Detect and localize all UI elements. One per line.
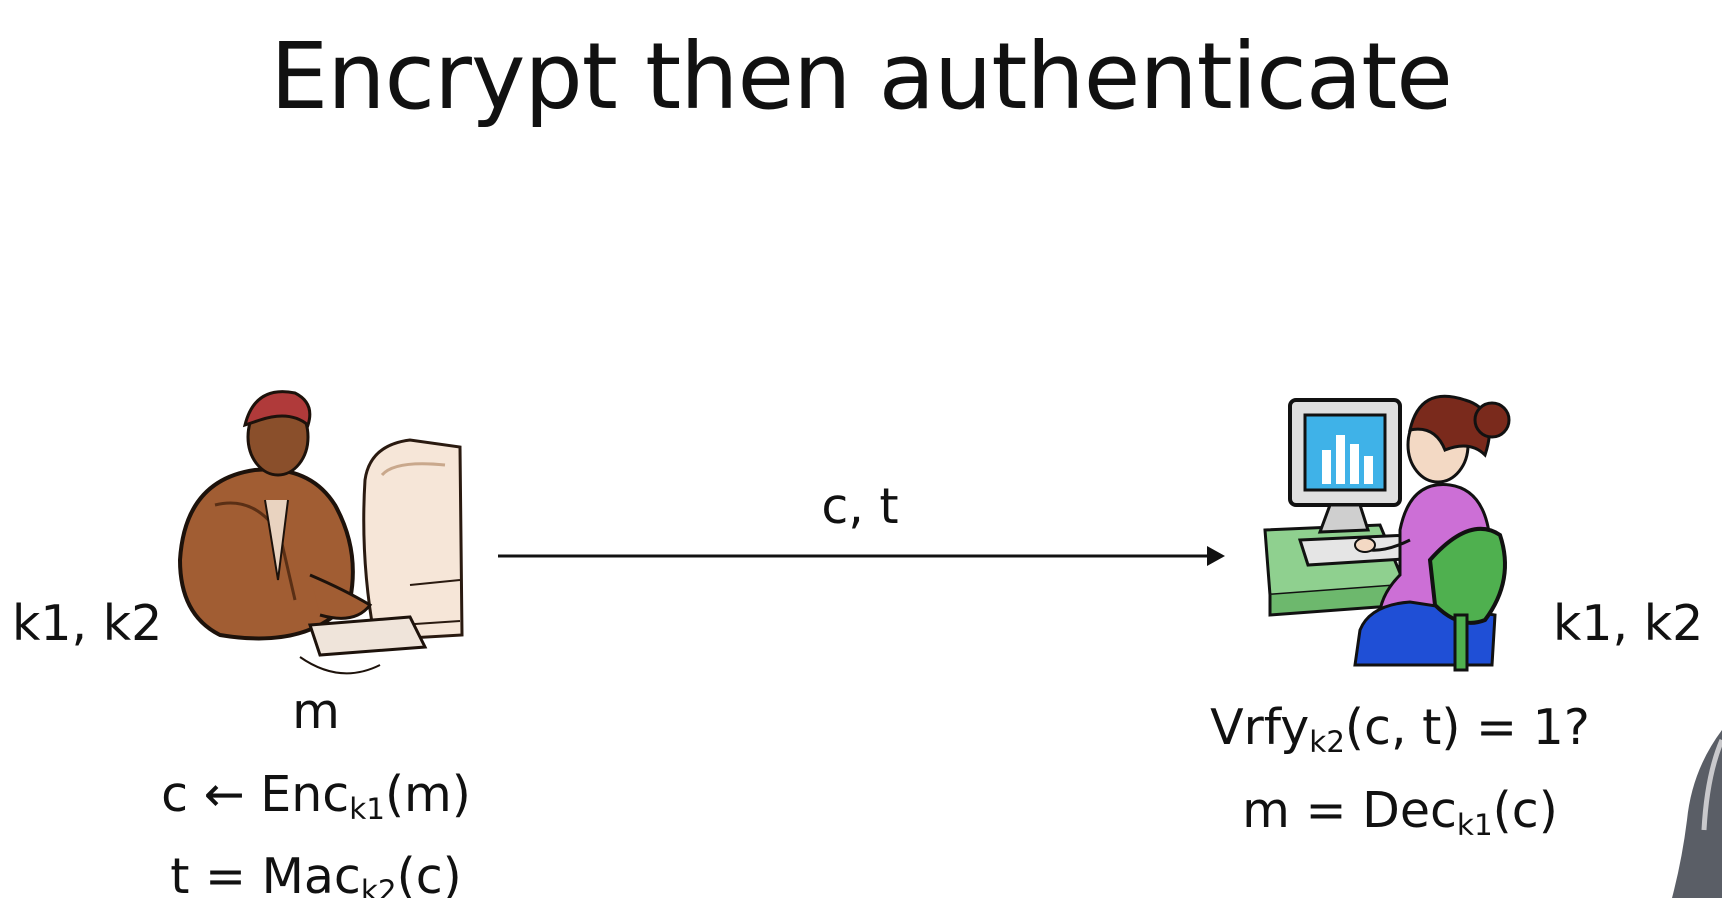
man-at-computer-icon <box>177 390 464 675</box>
receiver-keys: k1, k2 <box>1553 595 1704 652</box>
dec-prefix: m = Dec <box>1242 782 1457 839</box>
dec-subscript: k1 <box>1456 808 1493 843</box>
sender-enc-equation: c ← Enck1(m) <box>161 765 471 825</box>
vrfy-prefix: Vrfy <box>1210 699 1310 756</box>
woman-at-computer-icon <box>1263 394 1511 672</box>
enc-subscript: k1 <box>349 792 385 827</box>
mac-suffix: (c) <box>396 848 462 898</box>
channel-label: c, t <box>821 478 899 535</box>
sender-mac-equation: t = Mack2(c) <box>170 847 462 898</box>
receiver-vrfy-equation: Vrfyk2(c, t) = 1? <box>1210 698 1590 758</box>
presenter-silhouette <box>1672 730 1722 898</box>
sender-keys: k1, k2 <box>12 595 163 652</box>
mac-subscript: k2 <box>360 874 397 898</box>
mac-prefix: t = Mac <box>170 848 361 898</box>
receiver-dec-equation: m = Deck1(c) <box>1242 781 1558 841</box>
enc-suffix: (m) <box>384 766 471 823</box>
slide-title: Encrypt then authenticate <box>270 23 1453 130</box>
vrfy-suffix: (c, t) = 1? <box>1344 699 1590 756</box>
sender-message: m <box>292 683 340 740</box>
vrfy-subscript: k2 <box>1309 725 1345 760</box>
dec-suffix: (c) <box>1492 782 1558 839</box>
enc-prefix: c ← Enc <box>161 766 350 823</box>
